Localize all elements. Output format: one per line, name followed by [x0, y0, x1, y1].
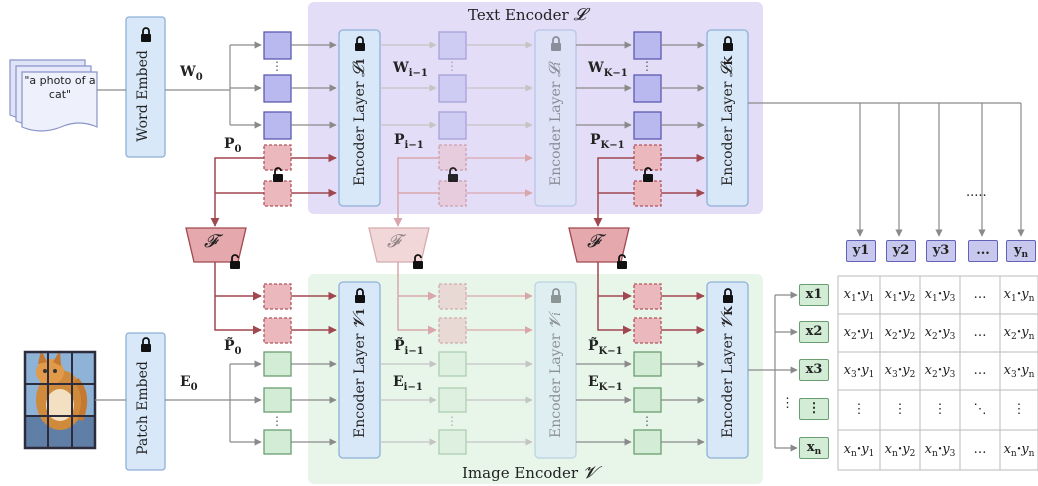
label-Ei: Ei−1 — [393, 374, 423, 393]
similarity-table-grid — [837, 275, 1038, 471]
table-cell: xn·yn — [1003, 442, 1035, 459]
label-Pi: Pi−1 — [394, 132, 424, 151]
row-header-vdots: ⋮ — [799, 398, 829, 420]
image-layer-K-label: Encoder Layer 𝓥K — [717, 306, 736, 438]
table-cell: ⋮ — [1012, 402, 1026, 417]
text-layer-K-label: Encoder Layer 𝓛K — [717, 55, 736, 186]
table-cell: x2·y3 — [924, 325, 956, 342]
table-cell: x1·y2 — [884, 287, 916, 304]
row-header-x3: x3 — [799, 359, 829, 381]
table-cell: ⋱ — [973, 402, 987, 417]
table-cell: x1·yn — [1003, 287, 1035, 304]
label-PK: PK−1 — [590, 132, 625, 151]
table-cell: x2·yn — [1003, 325, 1035, 342]
table-cell: ⋮ — [893, 402, 907, 417]
table-cell: x1·y3 — [924, 287, 956, 304]
image-encoder-layer-1 — [338, 281, 381, 459]
table-cell: x3·y1 — [843, 363, 875, 380]
image-input-arrows — [165, 360, 262, 446]
text-layer-i-label: Encoder Layer 𝓛i — [545, 61, 564, 186]
output-dots: ..... — [966, 185, 987, 200]
table-cell: ⋮ — [933, 402, 947, 417]
svg-text:⋮: ⋮ — [641, 59, 653, 73]
col-header-y2: y2 — [886, 240, 916, 262]
text-input-arrows — [165, 41, 262, 129]
svg-text:⋮: ⋮ — [271, 59, 283, 73]
label-W0: W0 — [180, 64, 203, 83]
image-encoder-title: Image Encoder 𝓥 — [462, 463, 597, 483]
table-cell: xn·y2 — [884, 442, 916, 459]
prompt-flow-1 — [210, 157, 264, 335]
row-header-x1: x1 — [799, 284, 829, 306]
label-Pt0: P̃0 — [224, 338, 242, 357]
text-encoder-layer-i — [534, 29, 577, 207]
image-layer-1-label: Encoder Layer 𝓥1 — [349, 308, 368, 438]
image-encoder-layer-i — [534, 281, 577, 459]
text-output-arrows — [748, 102, 1025, 237]
image-output-arrows — [748, 291, 798, 452]
cat-image — [23, 350, 97, 450]
col-header-yn: yn — [1006, 240, 1036, 262]
label-PtK: P̃K−1 — [588, 338, 623, 357]
col-header-ellipsis: ... — [968, 240, 998, 262]
table-cell: x2·y2 — [884, 325, 916, 342]
mapper-F-1-label: 𝓕 — [204, 231, 218, 252]
text-encoder-title: Text Encoder 𝓛 — [468, 5, 586, 25]
svg-text:⋮: ⋮ — [271, 414, 283, 428]
text-prompt: "a photo of a cat" — [24, 74, 96, 101]
label-P0: P0 — [224, 136, 242, 155]
label-EK: EK−1 — [588, 374, 623, 393]
table-cell: … — [973, 287, 987, 302]
text-encoder-layer-K — [706, 29, 749, 207]
row-header-xn: xn — [799, 437, 829, 459]
table-cell: x3·yn — [1003, 363, 1035, 380]
table-cell: x1·y1 — [843, 287, 875, 304]
row-header-x2: x2 — [799, 321, 829, 343]
text-col1-arrows — [291, 41, 337, 129]
mapper-F-K-label: 𝓕 — [587, 231, 601, 252]
word-embed-label: Word Embed — [135, 50, 151, 142]
label-E0: E0 — [180, 374, 198, 393]
table-cell: x3·y2 — [884, 363, 916, 380]
prompt-flow-i — [393, 157, 439, 335]
table-cell: ⋮ — [852, 402, 866, 417]
image-tokens-colK: ⋮ — [633, 283, 662, 455]
image-layer-i-label: Encoder Layer 𝓥i — [545, 312, 564, 438]
row-header-side-vdots: ⋮ — [781, 396, 794, 411]
table-cell: x2·y1 — [843, 325, 875, 342]
image-tokens-col-i: ⋮ — [438, 283, 467, 455]
patch-embed-block — [125, 332, 166, 471]
table-cell: xn·y3 — [924, 442, 956, 459]
svg-text:⋮: ⋮ — [446, 414, 458, 428]
label-Wi: Wi−1 — [393, 60, 428, 79]
col-header-y3: y3 — [926, 240, 956, 262]
table-cell: … — [973, 363, 987, 378]
mapper-F-i-label: 𝓕 — [387, 231, 401, 252]
patch-embed-label: Patch Embed — [135, 361, 151, 455]
text-tokens-col1: ⋮ — [263, 31, 292, 207]
svg-text:⋮: ⋮ — [641, 414, 653, 428]
table-cell: x2·y3 — [924, 363, 956, 380]
table-cell: … — [973, 442, 987, 457]
text-prompt-document — [9, 59, 98, 132]
image-tokens-col1: ⋮ — [263, 283, 292, 455]
word-embed-block — [125, 16, 166, 158]
table-cell: … — [973, 325, 987, 340]
text-layer-1-label: Encoder Layer 𝓛1 — [349, 57, 368, 186]
label-WK: WK−1 — [588, 60, 628, 79]
prompt-flow-K — [593, 157, 634, 335]
col-header-y1: y1 — [846, 240, 876, 262]
svg-text:⋮: ⋮ — [446, 59, 458, 73]
text-encoder-layer-1 — [338, 29, 381, 207]
table-cell: xn·y1 — [843, 442, 875, 459]
label-Pti: P̃i−1 — [394, 338, 424, 357]
